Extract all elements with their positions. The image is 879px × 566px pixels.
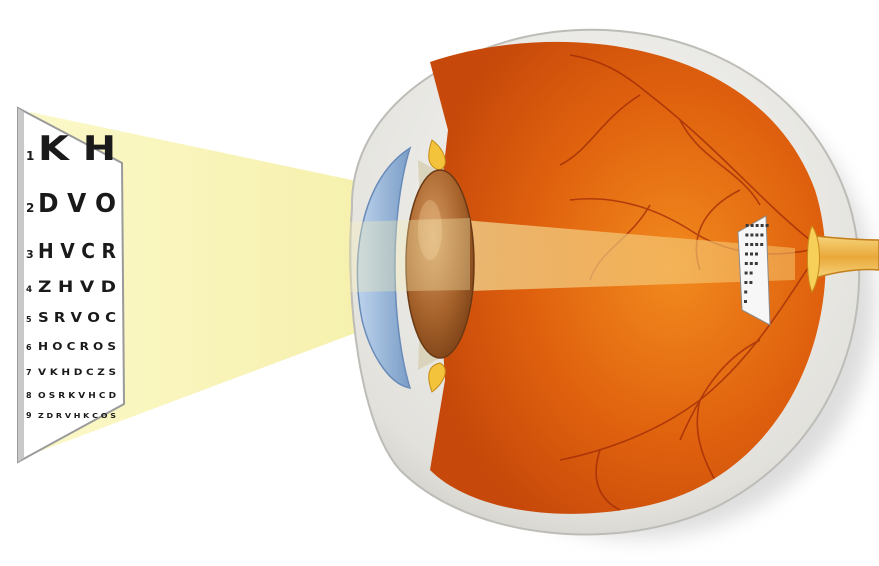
retina-glyph (766, 224, 769, 227)
retina-glyph (761, 224, 764, 227)
retina-glyph (745, 272, 748, 275)
retina-glyph (750, 243, 753, 246)
retina-glyph (755, 243, 758, 246)
retinal-image-icon (738, 216, 770, 325)
retina-glyph (746, 224, 749, 227)
eye-chart-row-letters: Z H V D (38, 277, 116, 296)
eye-chart-row-number: 2 (26, 201, 34, 215)
eye-chart-row-number: 9 (26, 411, 32, 420)
retina-glyph (744, 300, 747, 303)
retina-glyph (749, 281, 752, 284)
retina-glyph (745, 243, 748, 246)
retina-glyph (744, 281, 747, 284)
eye-chart-row-letters: H V C R (38, 239, 116, 263)
retina-glyph (756, 224, 759, 227)
eye-chart-icon: 1 K H 2 D V O 3 H V C R 4 Z H V D 5 S R V O C 6 H O… (18, 108, 124, 462)
eye-chart-row-number: 3 (26, 248, 34, 261)
eye-chart-row-number: 8 (26, 391, 32, 400)
retina-glyph (750, 253, 753, 256)
lens-light-overlay (350, 218, 470, 292)
retina-glyph (755, 253, 758, 256)
retina-glyph (750, 234, 753, 237)
retina-glyph (755, 262, 758, 265)
retina-glyph (751, 224, 754, 227)
retina-glyph (745, 234, 748, 237)
eye-chart-row-letters: S R V O C (38, 311, 116, 326)
retina-glyph (745, 262, 748, 265)
retina-glyph (760, 243, 763, 246)
eye-chart-row-letters: K H (38, 129, 116, 169)
retina-glyph (755, 234, 758, 237)
retina-glyph (750, 272, 753, 275)
retina-glyph (744, 291, 747, 294)
eye-chart-row-letters: D V O (38, 189, 116, 219)
eye-chart-row-letters: V K H D C Z S (38, 368, 116, 378)
eye-chart-row-number: 1 (26, 149, 34, 163)
eye-chart-row-number: 4 (26, 285, 32, 295)
retina-glyph (745, 253, 748, 256)
eye-chart-row-letters: Z D R V H K C O S (38, 412, 116, 420)
retina-glyph (750, 262, 753, 265)
eye-chart-row-number: 6 (26, 343, 32, 352)
eye-chart-row-number: 7 (26, 368, 32, 377)
eye-chart-row-letters: H O C R O S (38, 340, 116, 353)
retina-glyph (760, 234, 763, 237)
eye-chart-row-letters: O S R K V H C D (38, 391, 116, 400)
eye-chart-row-number: 5 (26, 315, 32, 324)
